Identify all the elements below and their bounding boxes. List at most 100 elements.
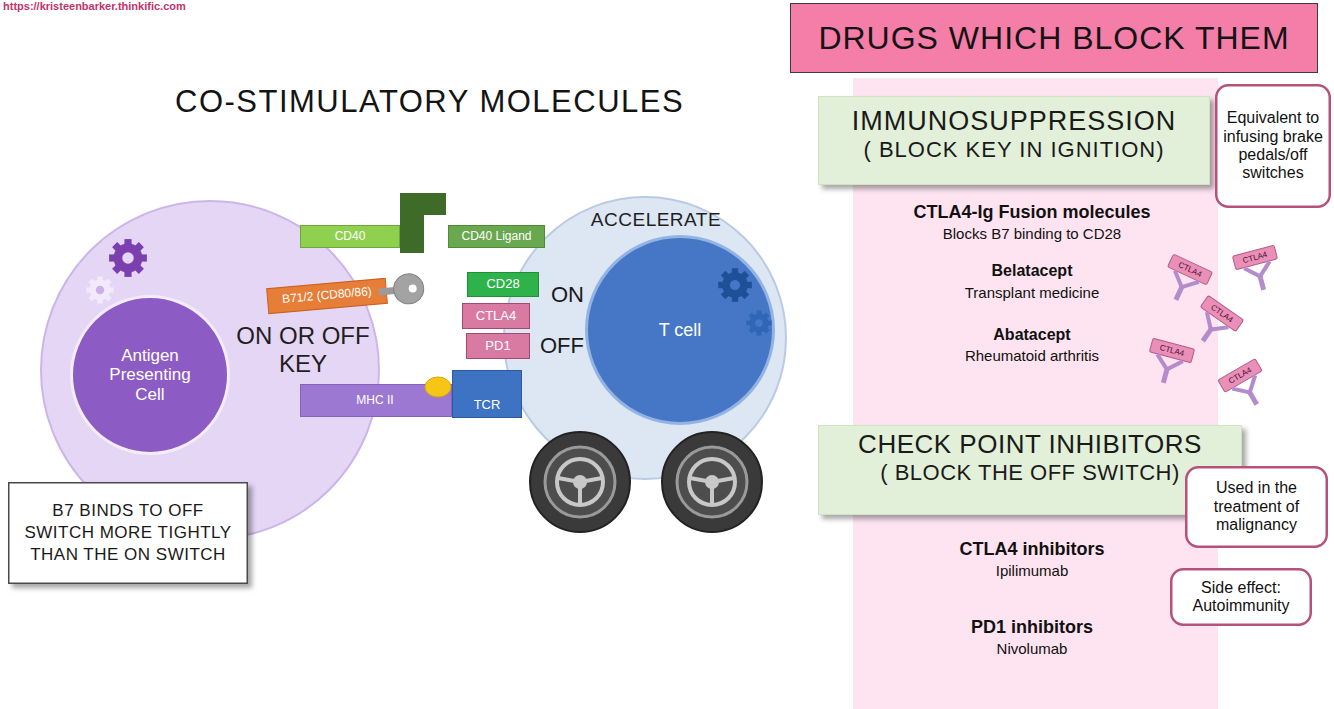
key-bow bbox=[392, 273, 425, 306]
steering-spoke bbox=[712, 478, 734, 482]
node-text: MHC II bbox=[356, 394, 393, 408]
circle-shape bbox=[504, 197, 786, 479]
text-holder: IMMUNOSUPPRESSION( BLOCK KEY IN IGNITION… bbox=[818, 96, 1210, 185]
cd40-ligand: CD40 Ligand bbox=[448, 225, 545, 248]
switch-label: ON bbox=[551, 282, 584, 307]
text-holder: CTLA4 bbox=[462, 303, 530, 329]
node-text: TCR bbox=[474, 398, 501, 413]
antibody-icon: CTLA4 bbox=[1232, 245, 1278, 271]
decoration bbox=[1244, 261, 1276, 293]
antibody-stem bbox=[1203, 329, 1212, 341]
label-text: CTLA4 inhibitors bbox=[960, 539, 1105, 559]
section-header: IMMUNOSUPPRESSION( BLOCK KEY IN IGNITION… bbox=[818, 96, 1210, 185]
steering-spoke bbox=[580, 478, 602, 482]
label-text: PD1 inhibitors bbox=[971, 617, 1093, 637]
rect-shape bbox=[791, 4, 1318, 73]
gear-body bbox=[749, 313, 768, 332]
rect-shape bbox=[1186, 467, 1327, 547]
antibody-stem bbox=[1260, 275, 1264, 289]
circle-shape bbox=[72, 297, 229, 454]
label-text: Blocks B7 binding to CD28 bbox=[943, 225, 1121, 242]
text-holder: Side effect: Autoimmunity bbox=[1170, 568, 1312, 626]
rect-shape bbox=[467, 334, 530, 359]
callout-box: Used in the treatment of malignancy bbox=[1185, 466, 1328, 548]
antibody-icon: CTLA4 bbox=[1217, 358, 1263, 393]
circle-shape bbox=[587, 237, 774, 424]
diagram-title: CO-STIMULATORY MOLECULES bbox=[175, 84, 684, 120]
wheel-tyre bbox=[662, 432, 762, 532]
decoration bbox=[377, 273, 424, 307]
drug-class: CTLA4-Ig Fusion molecules bbox=[912, 202, 1152, 223]
mhc-ii-molecule: MHC II bbox=[300, 384, 452, 417]
decoration bbox=[530, 432, 762, 532]
decoration bbox=[718, 268, 771, 335]
label-text: OFF bbox=[540, 333, 584, 358]
node-text: CD40 Ligand bbox=[461, 230, 531, 244]
cd40-anchor bbox=[400, 193, 446, 253]
drug-name: Ipilimumab bbox=[912, 562, 1152, 579]
steering-ring bbox=[557, 459, 603, 505]
antibody-stem bbox=[1249, 392, 1257, 405]
text-holder: CTLA4 bbox=[1217, 358, 1263, 393]
label-text: Nivolumab bbox=[997, 640, 1068, 657]
node-text: ON OR OFF KEY bbox=[232, 322, 374, 377]
rect-shape bbox=[1232, 245, 1277, 270]
text-holder: CTLA4 bbox=[1232, 245, 1278, 271]
node-text: CTLA4 bbox=[1242, 250, 1268, 265]
decoration bbox=[425, 377, 451, 397]
rect-shape bbox=[819, 97, 1210, 185]
steering-spoke bbox=[690, 478, 712, 482]
node-text: Used in the treatment of malignancy bbox=[1193, 479, 1320, 534]
node-text: CD28 bbox=[486, 277, 519, 292]
node-text: PD1 bbox=[485, 339, 510, 354]
cd28-receptor: CD28 bbox=[467, 272, 539, 297]
node-text: CD40 bbox=[335, 230, 366, 244]
note-box: B7 BINDS TO OFF SWITCH MORE TIGHTLY THAN… bbox=[8, 482, 248, 584]
key-hole bbox=[408, 284, 417, 293]
drug-name: Belatacept bbox=[912, 262, 1152, 280]
node-text: Antigen Presenting Cell bbox=[96, 346, 204, 405]
label-text: Rheumatoid arthritis bbox=[965, 347, 1099, 364]
node-text: IMMUNOSUPPRESSION bbox=[852, 106, 1177, 137]
gear-body bbox=[114, 244, 143, 273]
node-text: CTLA4 bbox=[1227, 365, 1253, 385]
node-text: DRUGS WHICH BLOCK THEM bbox=[818, 20, 1289, 57]
key-shaft bbox=[379, 287, 396, 295]
rect-shape bbox=[449, 226, 545, 248]
callout-box: Side effect: Autoimmunity bbox=[1170, 568, 1312, 626]
rect-shape bbox=[1168, 254, 1213, 285]
switch-label: OFF bbox=[540, 333, 584, 358]
callout-box: Equivalent to infusing brake pedals/off … bbox=[1215, 84, 1331, 208]
gear-hole bbox=[755, 319, 763, 327]
node-text: Side effect: Autoimmunity bbox=[1178, 579, 1304, 616]
text-holder: B7 BINDS TO OFF SWITCH MORE TIGHTLY THAN… bbox=[8, 482, 248, 584]
label-text: ON bbox=[551, 282, 584, 307]
label-text: CTLA4-Ig Fusion molecules bbox=[913, 202, 1150, 222]
drug-use: Rheumatoid arthritis bbox=[912, 347, 1152, 364]
label-text: Transplant medicine bbox=[965, 284, 1100, 301]
text-holder: CHECK POINT INHIBITORS( BLOCK THE OFF SW… bbox=[818, 425, 1242, 515]
drug-class: CTLA4 inhibitors bbox=[912, 539, 1152, 560]
text-holder: ON OR OFF KEY bbox=[232, 318, 374, 382]
text-holder: PD1 bbox=[466, 333, 530, 359]
gear-body bbox=[90, 280, 111, 301]
node-subtext: ( BLOCK KEY IN IGNITION) bbox=[863, 137, 1164, 162]
watermark: https://kristeenbarker.thinkific.com bbox=[3, 0, 186, 13]
drug-use: Transplant medicine bbox=[912, 284, 1152, 301]
node-text: Equivalent to infusing brake pedals/off … bbox=[1223, 109, 1323, 183]
antigen-peptide bbox=[425, 377, 451, 397]
t-cell-inner-circle: T cell bbox=[585, 235, 775, 425]
rect-shape bbox=[463, 304, 530, 329]
drug-name: Nivolumab bbox=[912, 640, 1152, 657]
steering-spoke bbox=[710, 482, 714, 505]
wheel-rim bbox=[545, 447, 615, 517]
tcr-receptor: TCR bbox=[452, 370, 522, 418]
node-text: B71/2 (CD80/86) bbox=[282, 285, 373, 307]
rect-shape bbox=[453, 371, 522, 418]
gear-hole bbox=[730, 280, 740, 290]
pd1-receptor: PD1 bbox=[466, 333, 530, 359]
text-holder: Equivalent to infusing brake pedals/off … bbox=[1215, 84, 1331, 208]
text-holder: TCR bbox=[452, 392, 522, 418]
node-text: CTLA4 bbox=[476, 309, 516, 324]
text-holder: CD40 Ligand bbox=[448, 225, 545, 248]
